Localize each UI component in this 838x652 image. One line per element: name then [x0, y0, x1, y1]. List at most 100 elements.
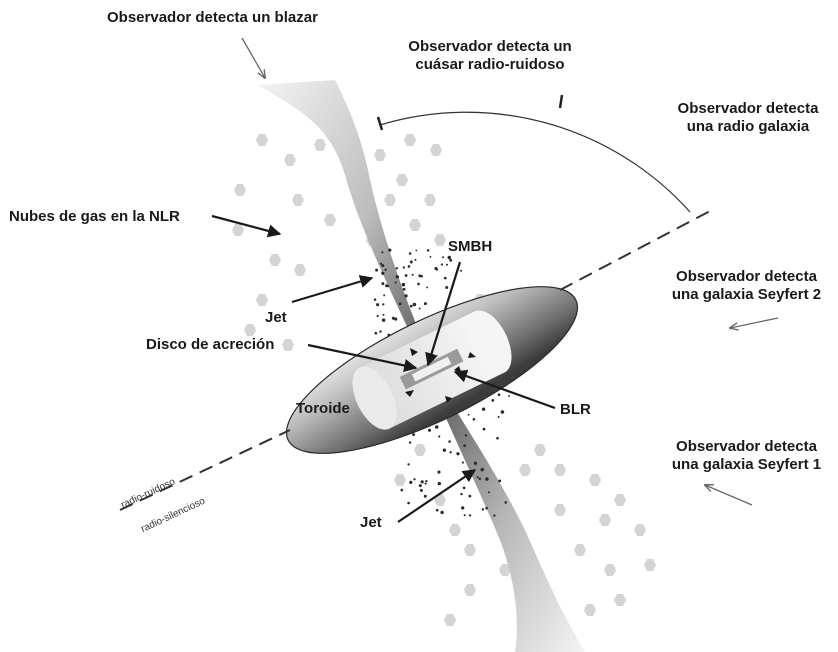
nlr-cloud: [284, 154, 296, 166]
blr-dot: [504, 501, 507, 504]
blr-dot: [426, 286, 428, 288]
blr-dot: [482, 508, 484, 510]
label-smbh: SMBH: [448, 238, 492, 256]
blr-dot: [421, 480, 424, 483]
blr-dot: [446, 264, 448, 266]
nlr-cloud: [614, 494, 626, 506]
nlr-cloud: [424, 194, 436, 206]
blr-dot: [427, 249, 430, 252]
blr-dot: [493, 514, 495, 516]
label-seyfert2-line1: Observador detecta: [655, 268, 838, 286]
blr-dot: [462, 462, 464, 464]
blr-dot: [496, 437, 499, 440]
blr-dot: [381, 272, 384, 275]
blr-dot: [413, 303, 417, 307]
blr-dot: [409, 441, 411, 443]
blr-dot: [374, 298, 377, 301]
blr-dot: [424, 495, 427, 498]
blr-dot: [407, 502, 410, 505]
blr-dot: [498, 416, 500, 418]
nlr-cloud: [604, 564, 616, 576]
blr-dot: [456, 452, 459, 455]
nlr-cloud: [464, 544, 476, 556]
label-radio-galaxy-line1: Observador detecta: [660, 100, 836, 118]
nlr-cloud: [414, 444, 426, 456]
blr-dot: [474, 462, 477, 465]
nlr-cloud: [519, 464, 531, 476]
torus: [266, 255, 597, 485]
label-nlr: Nubes de gas en la NLR: [9, 208, 180, 226]
arrow-seyfert2: [730, 318, 778, 328]
arrow-seyfert1: [705, 485, 752, 505]
arc-tick-mid: [560, 95, 562, 108]
blr-dot: [382, 318, 386, 322]
blr-dot: [396, 267, 398, 269]
blr-dot: [501, 410, 505, 414]
blr-dot: [401, 489, 404, 492]
blr-dot: [465, 434, 467, 436]
blr-dot: [483, 428, 486, 431]
label-seyfert2: Observador detecta una galaxia Seyfert 2: [655, 268, 838, 304]
label-blazar: Observador detecta un blazar: [107, 9, 318, 27]
blr-dot: [395, 282, 397, 284]
blr-dot: [410, 261, 413, 264]
blr-dot: [449, 451, 451, 453]
label-torus: Toroide: [296, 400, 350, 418]
nlr-cloud: [314, 139, 326, 151]
label-jet-top: Jet: [265, 309, 287, 327]
blr-dot: [444, 277, 447, 280]
blr-dot: [382, 303, 384, 305]
blr-dot: [404, 294, 407, 297]
blr-dot: [448, 440, 451, 443]
blr-dot: [409, 252, 412, 255]
blr-dot: [448, 256, 452, 260]
blr-dot: [443, 449, 446, 452]
arrow-jet-bottom: [398, 470, 475, 522]
nlr-cloud: [574, 544, 586, 556]
blr-dot: [442, 256, 444, 258]
blr-dot: [436, 509, 439, 512]
blr-dot: [412, 274, 414, 276]
arrow-blazar: [242, 38, 265, 78]
nlr-cloud: [234, 184, 246, 196]
blr-dot: [383, 294, 385, 296]
blr-dot: [377, 315, 379, 317]
nlr-cloud: [292, 194, 304, 206]
nlr-cloud: [449, 524, 461, 536]
blr-dot: [460, 270, 462, 272]
nlr-cloud: [599, 514, 611, 526]
arc-tick-left: [378, 117, 382, 130]
blr-dot: [463, 487, 466, 490]
nlr-cloud: [464, 584, 476, 596]
blr-dot: [381, 282, 384, 285]
label-seyfert1: Observador detecta una galaxia Seyfert 1: [655, 438, 838, 474]
blr-dot: [425, 480, 427, 482]
blr-dot: [469, 514, 471, 516]
blr-dot: [491, 399, 494, 402]
blr-dot: [380, 263, 382, 265]
blr-dot: [396, 275, 399, 278]
blr-dot: [438, 482, 441, 485]
blr-dot: [384, 269, 386, 271]
blr-dot: [425, 483, 427, 485]
blr-dot: [485, 477, 488, 480]
blr-dot: [402, 283, 406, 287]
nlr-cloud: [256, 294, 268, 306]
blr-dot: [414, 259, 416, 261]
arrow-nlr: [212, 216, 280, 234]
blr-dot: [482, 408, 485, 411]
nlr-cloud: [374, 149, 386, 161]
blr-dot: [413, 478, 415, 480]
nlr-cloud: [589, 474, 601, 486]
blr-dot: [415, 250, 417, 252]
nlr-cloud: [554, 504, 566, 516]
blr-dot: [383, 314, 385, 316]
blr-dot: [480, 468, 483, 471]
blr-dot: [375, 269, 378, 272]
blr-dot: [437, 471, 440, 474]
blr-dot: [473, 418, 476, 421]
nlr-cloud: [444, 614, 456, 626]
nlr-cloud: [534, 444, 546, 456]
blr-dot: [407, 463, 409, 465]
